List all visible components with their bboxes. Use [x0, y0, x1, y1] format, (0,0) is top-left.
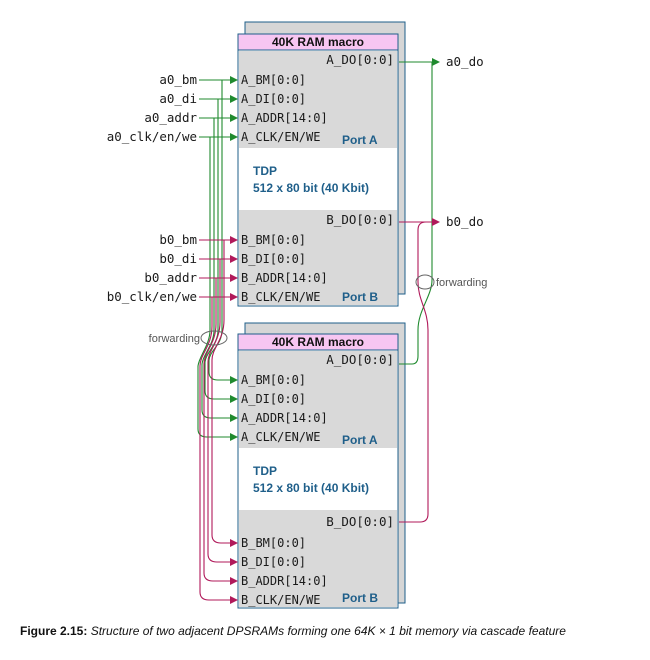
macro-2-b-bm-pin: B_BM[0:0] — [241, 536, 306, 550]
macro-1-b-addr-pin: B_ADDR[14:0] — [241, 271, 328, 285]
macro-1-port-b-area — [239, 210, 397, 305]
macro-2-b-addr-pin: B_ADDR[14:0] — [241, 574, 328, 588]
a0-do-signal: a0_do — [446, 54, 484, 69]
macro-2-b-do-pin: B_DO[0:0] — [326, 514, 394, 529]
macro-2-port-b-area — [239, 510, 397, 607]
macro-2-port-a-label: Port A — [342, 433, 378, 447]
forwarding-label-left: forwarding — [149, 333, 200, 345]
wire-cascade-b-addr — [203, 278, 238, 585]
wire-cascade-b-di — [207, 259, 238, 566]
macro-1-size: 512 x 80 bit (40 Kbit) — [253, 181, 369, 195]
macro-2-a-bm-pin: A_BM[0:0] — [241, 373, 306, 387]
macro-2-mode: TDP — [253, 464, 277, 478]
macro-1-a-di-pin: A_DI[0:0] — [241, 92, 306, 106]
macro-1-header — [237, 33, 399, 51]
macro-1-port-a-area — [239, 51, 397, 148]
b0-di-signal: b0_di — [159, 251, 197, 266]
b0-bm-signal: b0_bm — [159, 232, 197, 247]
wire-cascade-b-bm — [211, 240, 238, 547]
wire-forward-b-do — [399, 221, 429, 523]
forwarding-markers: forwarding forwarding — [149, 274, 487, 346]
macro-2-port-b-label: Port B — [342, 591, 378, 605]
figure-caption-label: Figure 2.15: — [20, 624, 88, 638]
macro-1-a-clk-pin: A_CLK/EN/WE — [241, 130, 320, 144]
macro-1-a-do-pin: A_DO[0:0] — [326, 52, 394, 67]
wire-cascade-b-clk — [199, 297, 238, 604]
macro-1-port-b-label: Port B — [342, 290, 378, 304]
macro-1-b-bm-pin: B_BM[0:0] — [241, 233, 306, 247]
macro-1-a-addr-pin: A_ADDR[14:0] — [241, 111, 328, 125]
macro-2-a-clk-pin: A_CLK/EN/WE — [241, 430, 320, 444]
macro-2-b-clk-pin: B_CLK/EN/WE — [241, 593, 320, 607]
ram-macro-2: 40K RAM macro A_DO[0:0] A_BM[0:0] A_DI[0… — [237, 322, 406, 609]
a0-bm-signal: a0_bm — [159, 72, 197, 87]
b0-addr-signal: b0_addr — [144, 270, 197, 285]
macro-2-a-di-pin: A_DI[0:0] — [241, 392, 306, 406]
macro-1-title: 40K RAM macro — [272, 35, 364, 49]
macro-1-b-do-pin: B_DO[0:0] — [326, 212, 394, 227]
forwarding-oval-left — [200, 330, 228, 346]
wire-cascade-a-addr — [201, 118, 238, 422]
b0-do-signal: b0_do — [446, 214, 484, 229]
ram-macro-1: 40K RAM macro A_DO[0:0] A_BM[0:0] A_DI[0… — [237, 21, 406, 307]
macro-1-b-di-pin: B_DI[0:0] — [241, 252, 306, 266]
a0-clk-signal: a0_clk/en/we — [107, 129, 197, 144]
b0-clk-signal: b0_clk/en/we — [107, 289, 197, 304]
cascade-diagram: 40K RAM macro A_DO[0:0] A_BM[0:0] A_DI[0… — [107, 21, 487, 609]
macro-2-port-a-area — [239, 351, 397, 448]
macro-2-size: 512 x 80 bit (40 Kbit) — [253, 481, 369, 495]
port-b-wires — [199, 218, 440, 604]
macro-2-b-di-pin: B_DI[0:0] — [241, 555, 306, 569]
macro-1-b-clk-pin: B_CLK/EN/WE — [241, 290, 320, 304]
wire-cascade-a-clk — [197, 137, 238, 441]
forwarding-oval-right — [415, 274, 435, 290]
macro-2-a-do-pin: A_DO[0:0] — [326, 352, 394, 367]
macro-2-title: 40K RAM macro — [272, 335, 364, 349]
forwarding-label-right: forwarding — [436, 277, 487, 289]
figure-caption: Figure 2.15: Structure of two adjacent D… — [20, 624, 640, 638]
macro-1-a-bm-pin: A_BM[0:0] — [241, 73, 306, 87]
macro-1-port-a-label: Port A — [342, 133, 378, 147]
wire-forward-a-do — [399, 62, 433, 365]
a0-addr-signal: a0_addr — [144, 110, 197, 125]
a0-di-signal: a0_di — [159, 91, 197, 106]
figure-caption-text: Structure of two adjacent DPSRAMs formin… — [90, 624, 566, 638]
macro-2-a-addr-pin: A_ADDR[14:0] — [241, 411, 328, 425]
input-signal-labels: a0_bm a0_di a0_addr a0_clk/en/we b0_bm b… — [107, 54, 484, 304]
macro-1-mode: TDP — [253, 164, 277, 178]
macro-2-header — [237, 333, 399, 351]
